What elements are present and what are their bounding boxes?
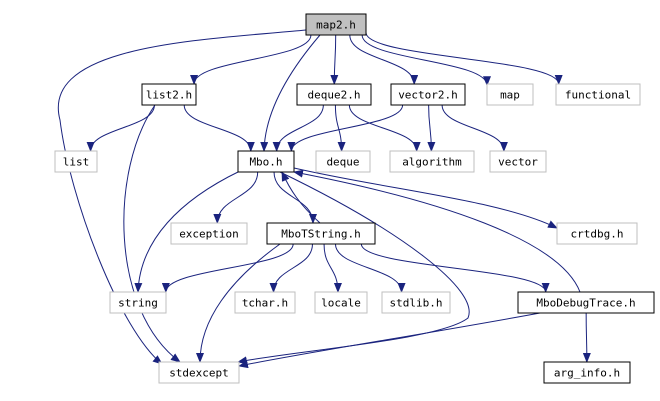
edge-vector2h-to-vector: [441, 104, 508, 152]
node-box-list2h: [141, 83, 197, 106]
edge-map2h-to-deque2h: [330, 34, 339, 85]
node-deque: deque: [315, 150, 371, 173]
node-vector: vector: [489, 150, 547, 173]
node-exception: exception: [170, 222, 248, 245]
node-label-vector2h: vector2.h: [398, 89, 458, 102]
node-box-vector2h: [390, 83, 466, 106]
edge-mbotstringh-to-mbodebugtraceh: [360, 243, 550, 293]
edge-mboh-to-crtdbgh: [293, 167, 558, 229]
node-mbodebugtraceh[interactable]: MboDebugTrace.h: [517, 291, 655, 314]
edge-mbodebugtraceh-to-arginfoh: [582, 312, 591, 363]
edge-list2h-to-mboh: [183, 104, 255, 152]
node-stdexcept: stdexcept: [158, 361, 240, 384]
node-label-deque: deque: [326, 156, 359, 169]
node-box-stdlibh: [381, 291, 451, 314]
edge-deque2h-to-algorithm: [348, 104, 421, 152]
node-locale: locale: [314, 291, 368, 314]
node-box-mboh: [237, 150, 295, 173]
node-box-mbotstringh: [266, 222, 376, 245]
node-tcharh: tchar.h: [234, 291, 296, 314]
node-box-stdexcept: [158, 361, 240, 384]
node-mbotstringh[interactable]: MboTString.h: [266, 222, 376, 245]
node-crtdbgh: crtdbg.h: [556, 222, 638, 245]
edge-mboh-to-stdexcept: [237, 171, 470, 365]
node-label-deque2h: deque2.h: [308, 89, 361, 102]
node-box-list: [54, 150, 98, 173]
node-mboh[interactable]: Mbo.h: [237, 150, 295, 173]
edge-mbotstringh-to-mboh: [281, 171, 321, 224]
edge-mbotstringh-to-string: [161, 243, 294, 293]
edge-mbodebugtraceh-to-mboh: [293, 169, 581, 293]
node-box-deque: [315, 150, 371, 173]
edge-mbotstringh-to-stdlibh: [334, 243, 406, 293]
edge-list2h-to-stdexcept: [123, 104, 181, 363]
node-label-tcharh: tchar.h: [242, 297, 288, 310]
node-label-mboh: Mbo.h: [249, 156, 282, 169]
node-box-locale: [314, 291, 368, 314]
edges-layer: [57, 29, 591, 369]
node-box-string: [109, 291, 167, 314]
node-box-vector: [489, 150, 547, 173]
node-stdlibh: stdlib.h: [381, 291, 451, 314]
edge-map2h-to-map: [361, 34, 491, 87]
node-label-map2h: map2.h: [316, 19, 356, 32]
edge-map2h-to-mboh: [260, 34, 321, 152]
node-label-map: map: [500, 89, 520, 102]
node-box-tcharh: [234, 291, 296, 314]
node-label-mbodebugtraceh: MboDebugTrace.h: [536, 297, 635, 310]
node-deque2h[interactable]: deque2.h: [296, 83, 372, 106]
node-label-string: string: [118, 297, 158, 310]
node-box-map2h: [305, 13, 367, 36]
edge-map2h-to-functional: [365, 32, 563, 85]
node-label-list: list: [63, 156, 90, 169]
node-label-stdexcept: stdexcept: [169, 367, 229, 380]
edge-mboh-to-string: [134, 170, 241, 293]
node-box-deque2h: [296, 83, 372, 106]
edge-deque2h-to-mboh: [272, 104, 324, 152]
node-box-exception: [170, 222, 248, 245]
node-label-mbotstringh: MboTString.h: [281, 228, 360, 241]
node-arginfoh[interactable]: arg_info.h: [543, 361, 631, 384]
node-box-crtdbgh: [556, 222, 638, 245]
node-label-crtdbgh: crtdbg.h: [571, 228, 624, 241]
node-list2h[interactable]: list2.h: [141, 83, 197, 106]
edge-deque2h-to-deque: [334, 104, 346, 152]
edge-map2h-to-vector2h: [349, 34, 419, 85]
edge-mboh-to-mbotstringh: [273, 171, 317, 224]
nodes-layer: map2.h list2.h deque2.h vector2.h map functio…: [54, 13, 655, 384]
node-label-list2h: list2.h: [146, 89, 192, 102]
node-string: string: [109, 291, 167, 314]
edge-mbotstringh-to-tcharh: [269, 243, 313, 293]
node-label-algorithm: algorithm: [402, 156, 462, 169]
node-label-functional: functional: [565, 89, 631, 102]
edge-mbotstringh-to-locale: [323, 243, 342, 293]
edge-vector2h-to-algorithm: [427, 104, 436, 152]
edge-mbotstringh-to-stdexcept: [196, 243, 281, 363]
node-box-arginfoh: [543, 361, 631, 384]
node-label-locale: locale: [321, 297, 361, 310]
node-label-vector: vector: [498, 156, 538, 169]
node-map2h[interactable]: map2.h: [305, 13, 367, 36]
node-box-algorithm: [389, 150, 475, 173]
node-algorithm: algorithm: [389, 150, 475, 173]
node-functional: functional: [555, 83, 641, 106]
node-list: list: [54, 150, 98, 173]
edge-mboh-to-exception: [213, 171, 259, 224]
edge-vector2h-to-mboh: [287, 104, 404, 152]
node-label-stdlibh: stdlib.h: [390, 297, 443, 310]
edge-map2h-to-stdexcept: [57, 29, 307, 365]
node-map: map: [486, 83, 534, 106]
node-box-map: [486, 83, 534, 106]
node-label-arginfoh: arg_info.h: [554, 367, 620, 380]
node-vector2h[interactable]: vector2.h: [390, 83, 466, 106]
edge-list2h-to-list: [86, 104, 155, 152]
edge-map2h-to-list2h: [190, 34, 312, 85]
node-box-functional: [555, 83, 641, 106]
node-label-exception: exception: [179, 228, 239, 241]
node-box-mbodebugtraceh: [517, 291, 655, 314]
edge-mbodebugtraceh-to-stdexcept: [238, 312, 541, 369]
